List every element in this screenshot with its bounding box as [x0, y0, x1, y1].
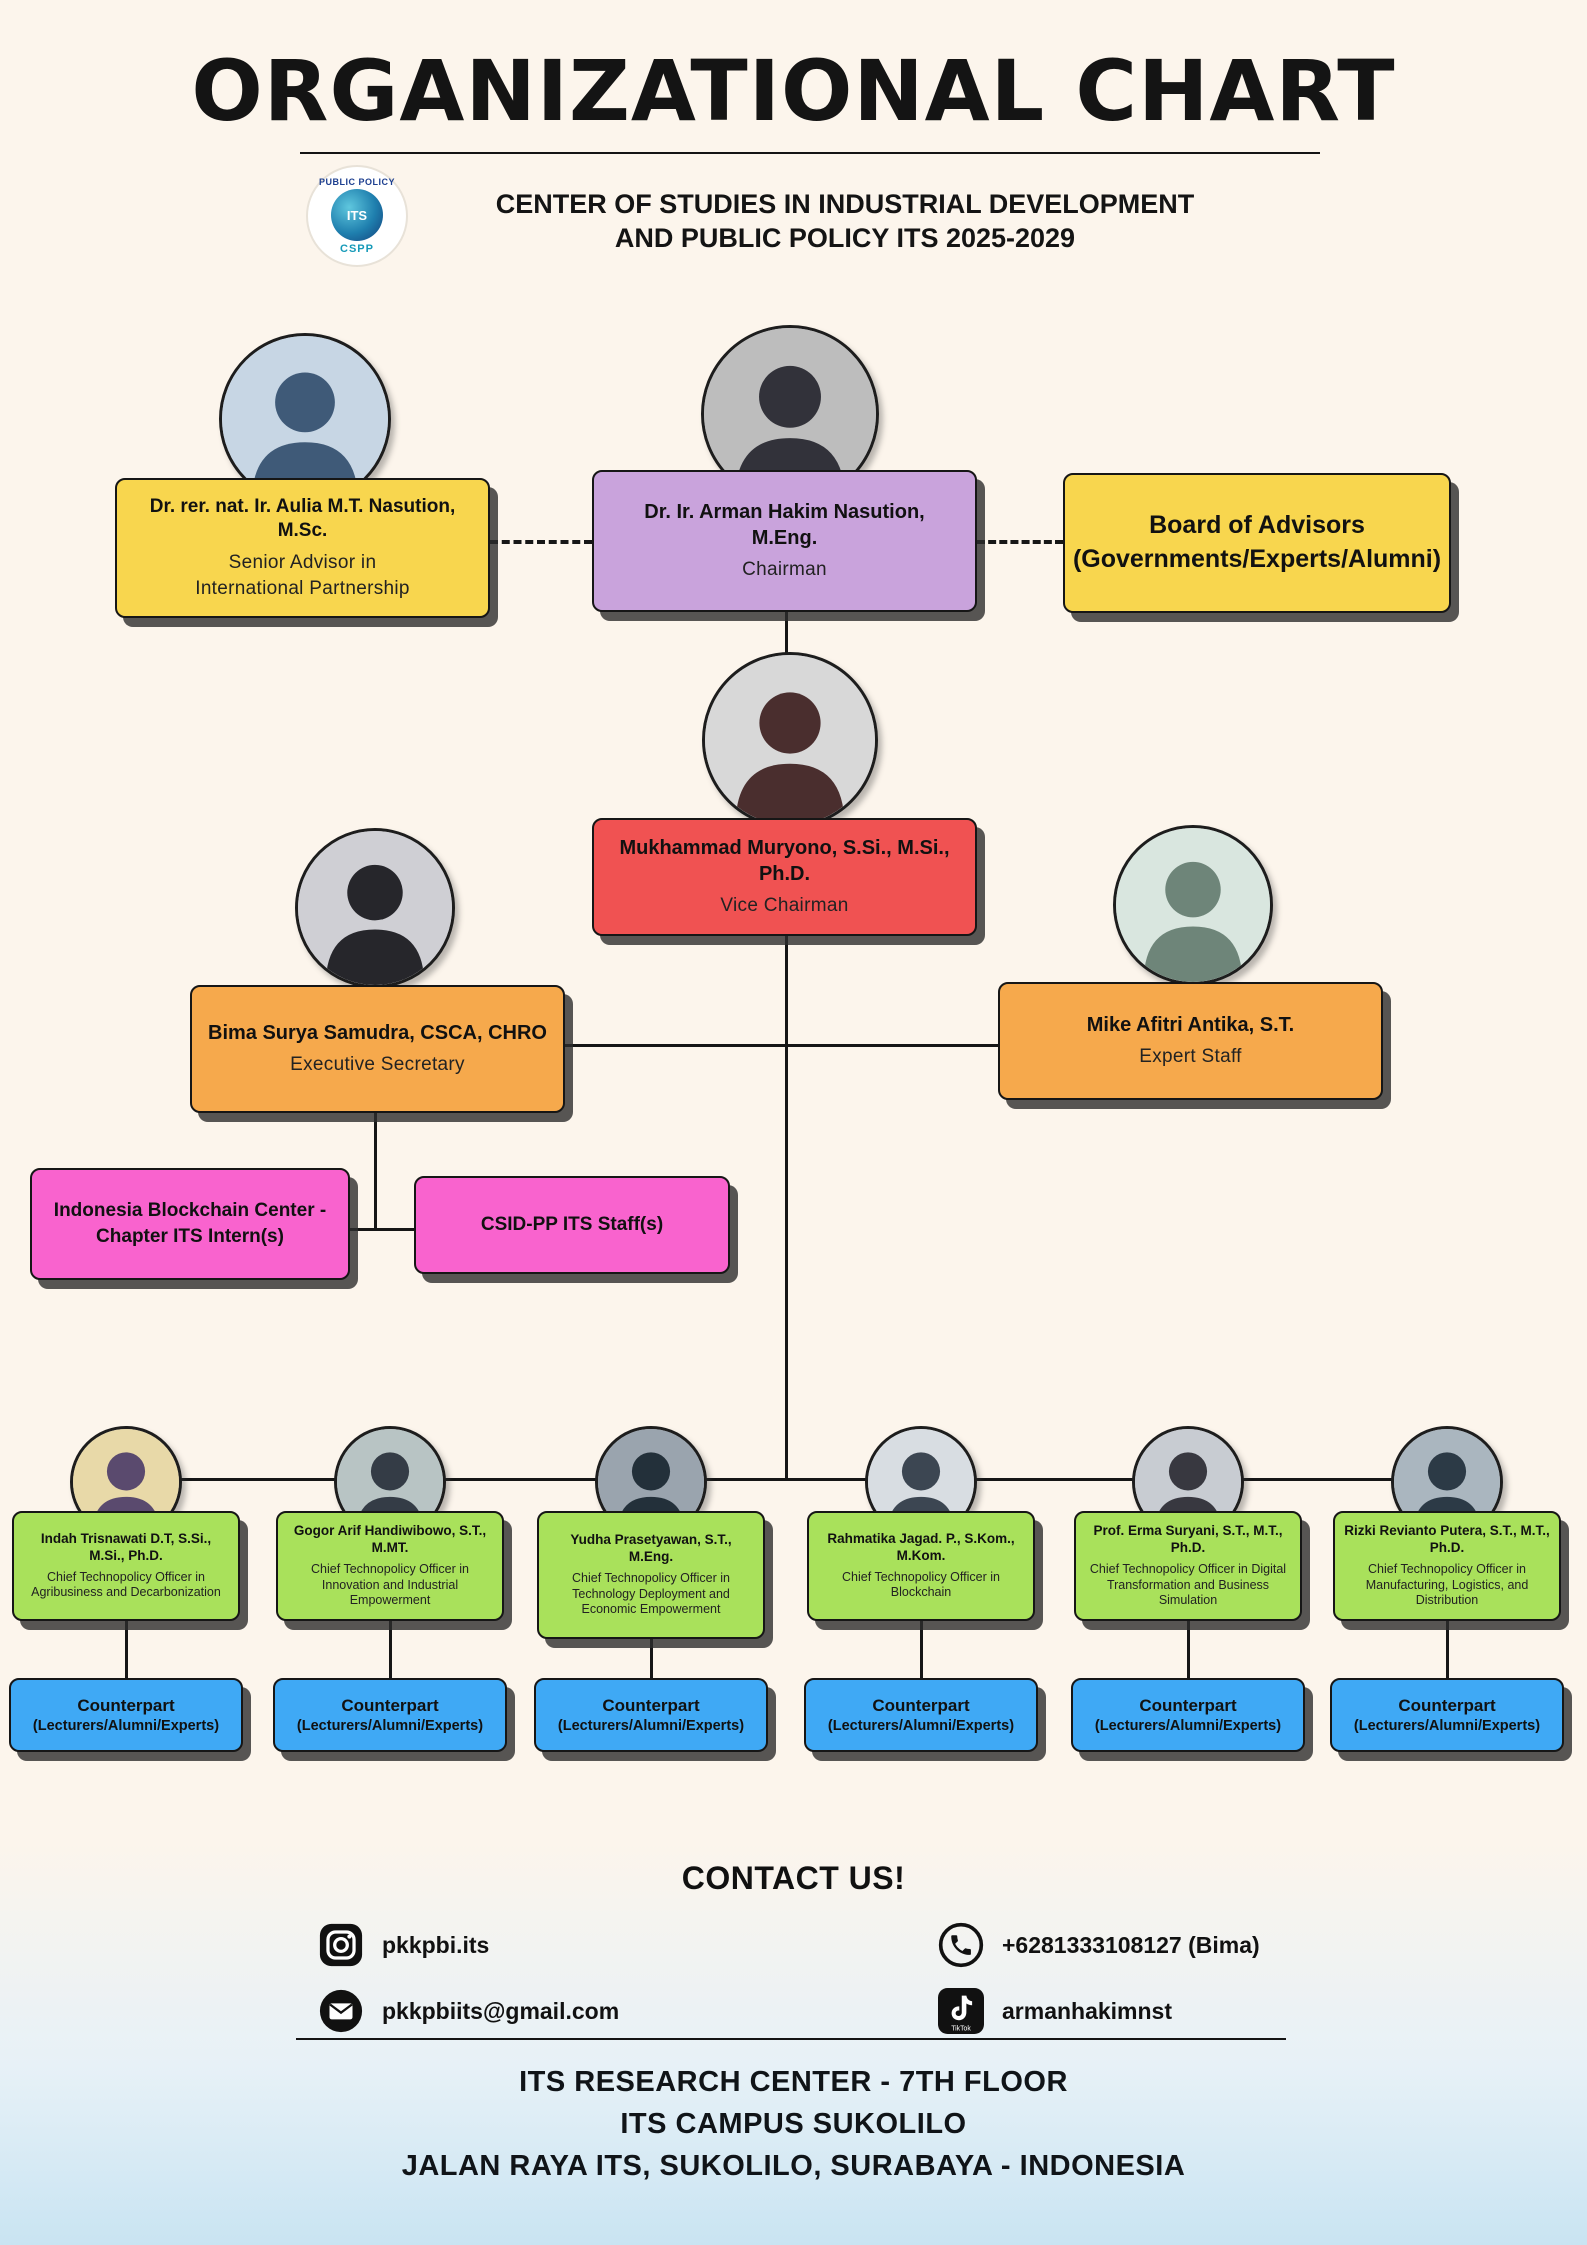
chairman-role: Chairman — [742, 559, 827, 581]
board-of-advisors-box: Board of Advisors (Governments/Experts/A… — [1063, 473, 1451, 613]
email-icon — [318, 1988, 364, 2034]
connector-pink-link — [350, 1228, 414, 1231]
vice-chairman-photo — [702, 652, 878, 828]
expert-staff-box: Mike Afitri Antika, S.T. Expert Staff — [998, 982, 1383, 1100]
footer-divider — [296, 2038, 1286, 2040]
board-line-1: Board of Advisors — [1149, 511, 1365, 540]
csid-staff-label: CSID-PP ITS Staff(s) — [480, 1214, 664, 1236]
senior-advisor-name: Dr. rer. nat. Ir. Aulia M.T. Nasution, M… — [149, 495, 456, 542]
subtitle-line-2: AND PUBLIC POLICY ITS 2025-2029 — [614, 222, 1076, 253]
counterpart-box-3: Counterpart (Lecturers/Alumni/Experts) — [534, 1678, 768, 1752]
phone-number[interactable]: +6281333108127 (Bima) — [1002, 1931, 1260, 1958]
phone-icon — [938, 1922, 984, 1968]
expert-staff-role: Expert Staff — [1139, 1046, 1242, 1068]
cspp-logo: PUBLIC POLICY ITS CSPP — [306, 165, 408, 267]
subtitle: CENTER OF STUDIES IN INDUSTRIAL DEVELOPM… — [430, 188, 1260, 256]
connector-dashed-left — [490, 540, 592, 544]
csid-staff-box: CSID-PP ITS Staff(s) — [414, 1176, 730, 1274]
logo-top-text: PUBLIC POLICY — [318, 177, 395, 187]
contact-heading: CONTACT US! — [681, 1860, 906, 1896]
chairman-name: Dr. Ir. Arman Hakim Nasution, M.Eng. — [644, 501, 925, 550]
exec-secretary-role: Executive Secretary — [290, 1054, 465, 1076]
blockchain-interns-box: Indonesia Blockchain Center - Chapter IT… — [30, 1168, 350, 1280]
officer-1-box: Indah Trisnawati D.T, S.Si., M.Si., Ph.D… — [12, 1511, 240, 1621]
contact-instagram[interactable]: pkkpbi.its — [318, 1922, 489, 1968]
footer-line-1: ITS RESEARCH CENTER - 7TH FLOOR — [519, 2066, 1068, 2098]
counterpart-box-4: Counterpart (Lecturers/Alumni/Experts) — [804, 1678, 1038, 1752]
board-line-2: (Governments/Experts/Alumni) — [1072, 545, 1442, 573]
officer-3-box: Yudha Prasetyawan, S.T., M.Eng. Chief Te… — [537, 1511, 765, 1639]
instagram-icon — [318, 1922, 364, 1968]
officer-6-box: Rizki Revianto Putera, S.T., M.T., Ph.D.… — [1333, 1511, 1561, 1621]
connector-secretary-down — [374, 1112, 377, 1231]
exec-secretary-photo — [295, 828, 455, 988]
connector-dashed-right — [977, 540, 1063, 544]
tiktok-icon: TikTok — [938, 1988, 984, 2034]
exec-secretary-box: Bima Surya Samudra, CSCA, CHRO Executive… — [190, 985, 565, 1113]
vice-chairman-name: Mukhammad Muryono, S.Si., M.Si., Ph.D. — [619, 837, 950, 886]
tiktok-handle[interactable]: armanhakimnst — [1002, 1997, 1173, 2024]
officer-2-box: Gogor Arif Handiwibowo, S.T., M.MT. Chie… — [276, 1511, 504, 1621]
footer-line-3: JALAN RAYA ITS, SUKOLILO, SURABAYA - IND… — [401, 2150, 1186, 2182]
svg-text:TikTok: TikTok — [951, 2026, 971, 2033]
counterpart-box-2: Counterpart (Lecturers/Alumni/Experts) — [273, 1678, 507, 1752]
officer-5-box: Prof. Erma Suryani, S.T., M.T., Ph.D. Ch… — [1074, 1511, 1302, 1621]
counterpart-box-1: Counterpart (Lecturers/Alumni/Experts) — [9, 1678, 243, 1752]
contact-tiktok[interactable]: TikTok armanhakimnst — [938, 1988, 1172, 2034]
subtitle-line-1: CENTER OF STUDIES IN INDUSTRIAL DEVELOPM… — [495, 189, 1195, 219]
vice-chairman-box: Mukhammad Muryono, S.Si., M.Si., Ph.D. V… — [592, 818, 977, 936]
title-divider — [300, 152, 1320, 154]
connector-officers-horizontal — [126, 1478, 1448, 1481]
contact-phone[interactable]: +6281333108127 (Bima) — [938, 1922, 1260, 1968]
vice-chairman-role: Vice Chairman — [720, 895, 849, 917]
logo-bottom-text: CSPP — [340, 243, 374, 255]
logo-globe-icon: ITS — [331, 189, 383, 241]
exec-secretary-name: Bima Surya Samudra, CSCA, CHRO — [208, 1022, 547, 1045]
connector-vicechair-down — [785, 934, 788, 1481]
counterpart-box-6: Counterpart (Lecturers/Alumni/Experts) — [1330, 1678, 1564, 1752]
connector-secretary-staff — [565, 1044, 998, 1047]
senior-advisor-box: Dr. rer. nat. Ir. Aulia M.T. Nasution, M… — [115, 478, 490, 618]
expert-staff-name: Mike Afitri Antika, S.T. — [1086, 1014, 1295, 1037]
counterpart-box-5: Counterpart (Lecturers/Alumni/Experts) — [1071, 1678, 1305, 1752]
senior-advisor-role: Senior Advisor in International Partners… — [195, 552, 410, 599]
contact-email[interactable]: pkkpbiits@gmail.com — [318, 1988, 619, 2034]
page-title: ORGANIZATIONAL CHART — [191, 42, 1396, 140]
footer-line-2: ITS CAMPUS SUKOLILO — [620, 2108, 967, 2140]
officer-4-box: Rahmatika Jagad. P., S.Kom., M.Kom. Chie… — [807, 1511, 1035, 1621]
expert-staff-photo — [1113, 825, 1273, 985]
instagram-handle[interactable]: pkkpbi.its — [382, 1931, 490, 1958]
chairman-box: Dr. Ir. Arman Hakim Nasution, M.Eng. Cha… — [592, 470, 977, 612]
blockchain-interns-label: Indonesia Blockchain Center - Chapter IT… — [53, 1200, 327, 1247]
email-address[interactable]: pkkpbiits@gmail.com — [382, 1997, 620, 2024]
